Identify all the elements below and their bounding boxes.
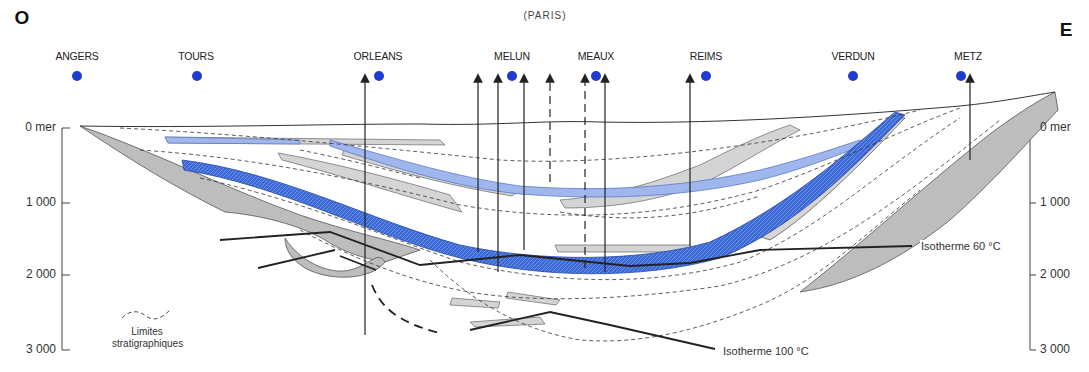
depth-label: 1 000 [26,196,56,209]
depth-label: 3 000 [26,343,56,356]
city-name: ORLEANS [354,51,403,63]
legend-text: Limites stratigraphiques [112,326,182,349]
orientation-letter: E [1060,20,1073,41]
depth-label: 2 000 [26,268,56,281]
depth-label: 3 000 [1040,343,1070,356]
city-name: MELUN [494,51,530,63]
isotherm-label: Isotherme 60 °C [920,240,1002,252]
city-name: VERDUN [831,51,874,63]
depth-label: 0 mer [25,121,56,134]
city-name: ANGERS [55,51,98,63]
depth-label: 2 000 [1040,268,1070,281]
city-name: MEAUX [578,51,614,63]
city-name: REIMS [690,51,722,63]
city-name: METZ [954,51,982,63]
city-name: TOURS [178,51,214,63]
orientation-letter: O [15,8,30,29]
depth-label: 0 mer [1040,121,1071,134]
isotherm-label: Isotherme 100 °C [722,345,810,357]
depth-label: 1 000 [1040,196,1070,209]
legend-line-sample [122,310,170,319]
city-name: (PARIS) [524,10,567,21]
